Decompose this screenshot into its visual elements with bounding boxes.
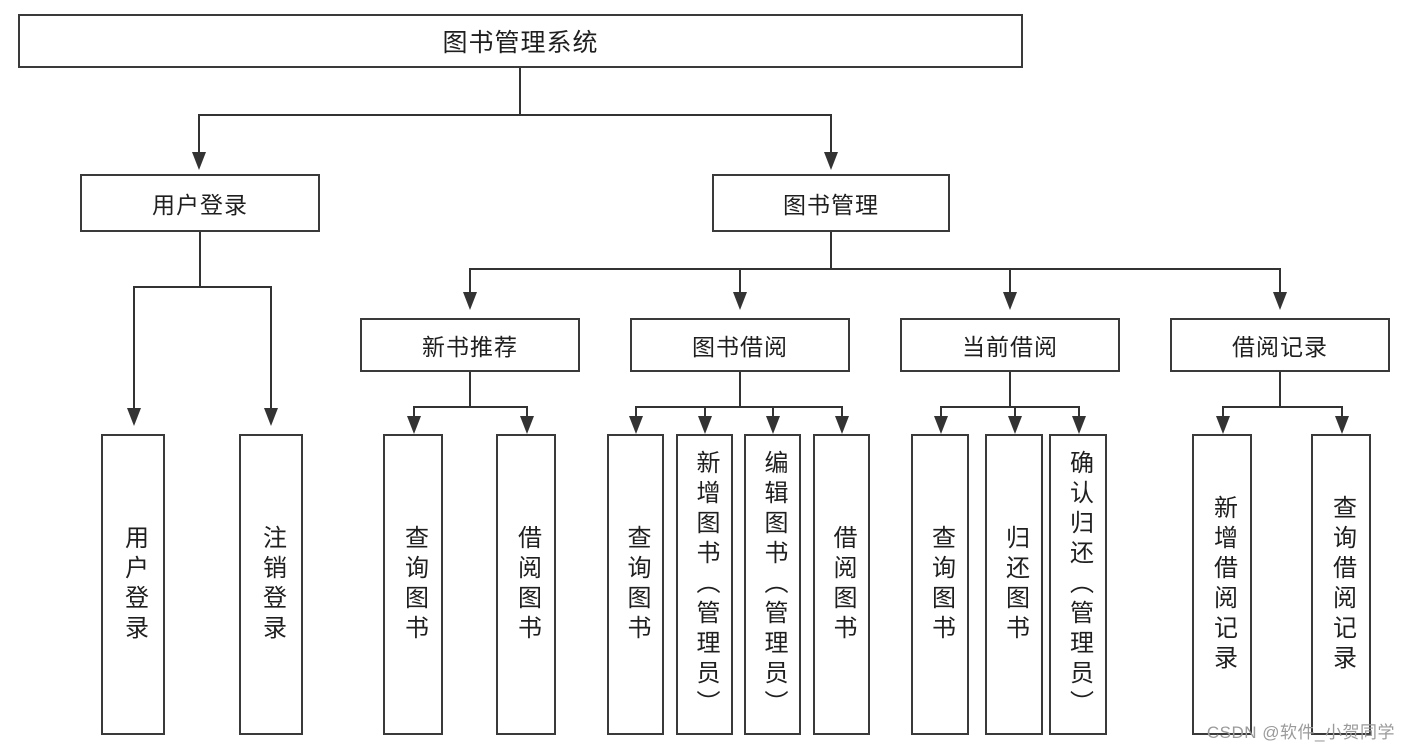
leaf-br-query-record[interactable]: 查询借阅记录 <box>1311 434 1371 735</box>
connector-book-borrow-bar <box>635 406 842 408</box>
connector-book-borrow-stem <box>739 372 741 408</box>
arrowhead-nb-leaf-1 <box>407 416 421 434</box>
arrowhead-leaf-logout <box>264 408 278 426</box>
arrowhead-user-login <box>192 152 206 170</box>
arrowhead-cb-leaf-1 <box>934 416 948 434</box>
connector-borrow-record-stem <box>1279 372 1281 408</box>
connector-book-management-bar <box>469 268 1281 270</box>
node-book-borrow[interactable]: 图书借阅 <box>630 318 850 372</box>
node-label: 新书推荐 <box>422 334 518 360</box>
node-label: 查询借阅记录 <box>1328 494 1356 675</box>
node-label: 编辑图书（管理员） <box>759 449 787 720</box>
connector-borrow-record-bar <box>1222 406 1342 408</box>
leaf-bb-edit-book-admin[interactable]: 编辑图书（管理员） <box>744 434 801 735</box>
arrowhead-br-leaf-2 <box>1335 416 1349 434</box>
connector-user-login-bar <box>133 286 272 288</box>
arrowhead-book-management <box>824 152 838 170</box>
leaf-br-add-record[interactable]: 新增借阅记录 <box>1192 434 1252 735</box>
node-label: 归还图书 <box>1001 524 1029 645</box>
connector-cb-to-leaf-2 <box>1014 406 1016 418</box>
connector-bb-to-leaf-3 <box>772 406 774 418</box>
connector-bb-to-leaf-4 <box>841 406 843 418</box>
leaf-bb-query-book[interactable]: 查询图书 <box>607 434 664 735</box>
connector-root-to-book-management <box>830 114 832 152</box>
connector-new-book-to-leaf-2 <box>526 406 528 418</box>
connector-bb-to-leaf-1 <box>635 406 637 418</box>
connector-new-book-bar <box>413 406 527 408</box>
node-label: 当前借阅 <box>962 334 1058 360</box>
connector-bm-to-borrow-record <box>1279 268 1281 292</box>
connector-br-to-leaf-2 <box>1341 406 1343 418</box>
connector-current-borrow-bar <box>940 406 1078 408</box>
arrowhead-bb-leaf-3 <box>766 416 780 434</box>
connector-cb-to-leaf-3 <box>1078 406 1080 418</box>
connector-root-to-user-login <box>198 114 200 152</box>
leaf-nb-borrow-book[interactable]: 借阅图书 <box>496 434 556 735</box>
node-borrow-record[interactable]: 借阅记录 <box>1170 318 1390 372</box>
leaf-cb-confirm-return-admin[interactable]: 确认归还（管理员） <box>1049 434 1107 735</box>
arrowhead-cb-leaf-2 <box>1008 416 1022 434</box>
leaf-logout[interactable]: 注销登录 <box>239 434 303 735</box>
connector-current-borrow-stem <box>1009 372 1011 408</box>
connector-bm-to-current-borrow <box>1009 268 1011 292</box>
connector-br-to-leaf-1 <box>1222 406 1224 418</box>
connector-bm-to-new-book <box>469 268 471 292</box>
node-book-management[interactable]: 图书管理 <box>712 174 950 232</box>
node-label: 图书借阅 <box>692 334 788 360</box>
node-label: 图书管理系统 <box>442 29 599 57</box>
leaf-cb-query-book[interactable]: 查询图书 <box>911 434 969 735</box>
leaf-nb-query-book[interactable]: 查询图书 <box>383 434 443 735</box>
node-label: 查询图书 <box>622 524 650 645</box>
leaf-bb-add-book-admin[interactable]: 新增图书（管理员） <box>676 434 733 735</box>
arrowhead-new-book-recommend <box>463 292 477 310</box>
connector-new-book-stem <box>469 372 471 408</box>
node-label: 新增借阅记录 <box>1209 494 1237 675</box>
arrowhead-cb-leaf-3 <box>1072 416 1086 434</box>
connector-bb-to-leaf-2 <box>704 406 706 418</box>
node-root-book-management-system[interactable]: 图书管理系统 <box>18 14 1023 68</box>
arrowhead-book-borrow <box>733 292 747 310</box>
connector-user-login-stem <box>199 232 201 288</box>
connector-book-management-stem <box>830 232 832 270</box>
connector-new-book-to-leaf-1 <box>413 406 415 418</box>
node-label: 借阅图书 <box>828 524 856 645</box>
node-label: 图书管理 <box>783 192 879 218</box>
connector-cb-to-leaf-1 <box>940 406 942 418</box>
arrowhead-leaf-user-login <box>127 408 141 426</box>
node-label: 查询图书 <box>400 524 428 645</box>
arrowhead-bb-leaf-1 <box>629 416 643 434</box>
arrowhead-bb-leaf-2 <box>698 416 712 434</box>
node-label: 查询图书 <box>927 524 955 645</box>
connector-bm-to-book-borrow <box>739 268 741 292</box>
arrowhead-br-leaf-1 <box>1216 416 1230 434</box>
node-label: 确认归还（管理员） <box>1065 449 1093 720</box>
node-label: 借阅图书 <box>513 524 541 645</box>
node-current-borrow[interactable]: 当前借阅 <box>900 318 1120 372</box>
arrowhead-borrow-record <box>1273 292 1287 310</box>
arrowhead-nb-leaf-2 <box>520 416 534 434</box>
connector-user-login-to-leaf-1 <box>133 286 135 408</box>
node-label: 用户登录 <box>152 192 248 218</box>
node-label: 用户登录 <box>120 524 148 645</box>
connector-root-bar <box>198 114 832 116</box>
node-new-book-recommend[interactable]: 新书推荐 <box>360 318 580 372</box>
arrowhead-bb-leaf-4 <box>835 416 849 434</box>
node-user-login[interactable]: 用户登录 <box>80 174 320 232</box>
leaf-user-login[interactable]: 用户登录 <box>101 434 165 735</box>
node-label: 注销登录 <box>258 524 286 645</box>
node-label: 新增图书（管理员） <box>691 449 719 720</box>
arrowhead-current-borrow <box>1003 292 1017 310</box>
node-label: 借阅记录 <box>1232 334 1328 360</box>
csdn-watermark: CSDN @软件_小贺同学 <box>1206 723 1395 742</box>
connector-root-stem <box>519 68 521 116</box>
leaf-bb-borrow-book[interactable]: 借阅图书 <box>813 434 870 735</box>
leaf-cb-return-book[interactable]: 归还图书 <box>985 434 1043 735</box>
connector-user-login-to-leaf-2 <box>270 286 272 408</box>
